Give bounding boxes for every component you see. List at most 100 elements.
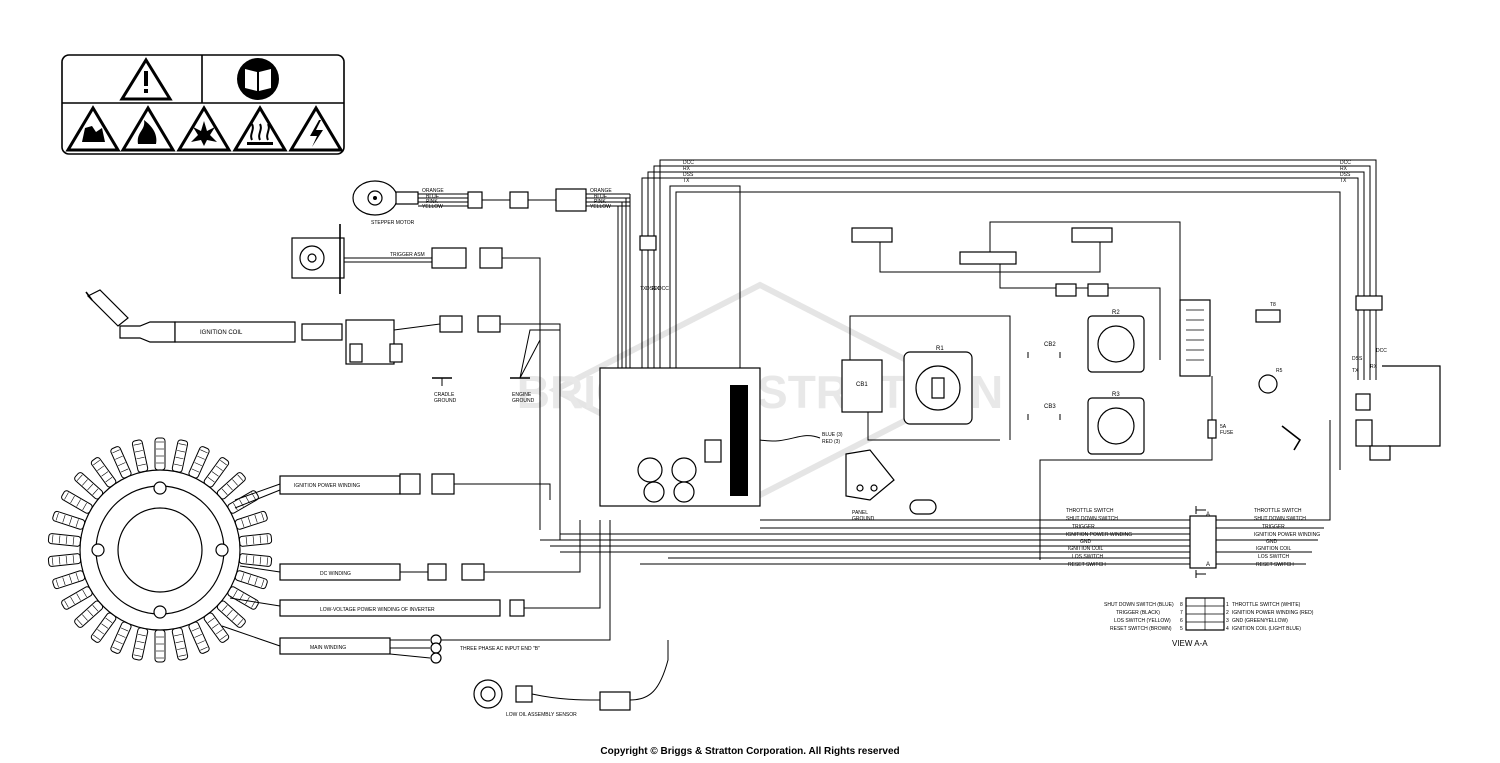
stator-winding-line (135, 647, 143, 650)
bus-label: TX (640, 286, 647, 292)
stator-winding-line (101, 471, 109, 477)
stator-winding-line (58, 556, 61, 565)
stator-winding-line (221, 605, 228, 612)
switch-label: IGNITION COIL (1068, 546, 1104, 552)
bus-label: DCC (1376, 348, 1387, 354)
bus-label: RX (1340, 166, 1348, 172)
switch-harness: THROTTLE SWITCH SHUT DOWN SWITCH TRIGGER… (540, 420, 1331, 578)
view-label: IGNITION POWER WINDING (RED) (1232, 610, 1314, 616)
stator-tooth (110, 621, 132, 654)
stator-winding-line (105, 477, 113, 483)
stator-winding-line (97, 465, 105, 471)
stator-winding-line (133, 654, 142, 657)
stator-tooth (52, 570, 86, 590)
stator-winding-line (241, 572, 245, 581)
bus-label: RX (652, 286, 660, 292)
r3-label: R3 (1112, 392, 1120, 398)
stator-winding-line (232, 614, 238, 621)
stator-winding-line (82, 614, 88, 621)
stator-winding-line (97, 629, 105, 635)
stator-winding-line (112, 449, 120, 454)
stator-winding-line (247, 517, 251, 525)
switch-label: IGNITION COIL (1256, 546, 1292, 552)
stator-winding-line (76, 619, 83, 626)
stator-winding-line (237, 474, 244, 481)
stator-winding-line (191, 627, 200, 632)
stator-winding-line (174, 463, 183, 467)
stator-winding-line (93, 634, 100, 640)
stepper-wires: ORANGE BLUE PINK YELLOW ORANGE BLUE PINK… (418, 188, 631, 368)
stator-winding-line (207, 617, 215, 623)
stator-winding-line (55, 579, 59, 588)
low-oil-sensor: LOW OIL ASSEMBLY SENSOR (473, 640, 669, 718)
stator-winding-line (226, 609, 233, 617)
stator-winding-line (197, 640, 205, 645)
r5-outlet (1258, 374, 1278, 394)
stator-tooth (171, 627, 189, 661)
stator-winding-line (220, 460, 227, 466)
stator-winding-line (266, 557, 269, 566)
stator-winding-line (70, 495, 75, 504)
stator-winding-line (120, 468, 129, 473)
fuse (1207, 419, 1217, 439)
stator-winding-line (245, 536, 248, 545)
stator-winding-line (254, 514, 258, 523)
cb2-label: CB2 (1044, 342, 1056, 348)
view-label: GND (GREEN/YELLOW) (1232, 618, 1288, 624)
stator-winding-line (177, 647, 185, 650)
stator-winding-line (101, 623, 109, 629)
pin-number: 7 (1180, 610, 1183, 616)
switch-label: SHUT DOWN SWITCH (1254, 516, 1306, 522)
cb3-label: CB3 (1044, 404, 1056, 410)
switch-label: GND (1080, 539, 1092, 545)
fire-hazard-icon (120, 105, 176, 152)
stator-winding-line (64, 600, 69, 608)
switch-labels-left: THROTTLE SWITCH SHUT DOWN SWITCH TRIGGER… (1066, 508, 1132, 568)
stator-winding-line (252, 536, 255, 545)
stator-winding-line (177, 450, 185, 453)
stator-tooth (234, 570, 268, 590)
red-wire-label: RED (3) (822, 439, 840, 445)
wire-label: YELLOW (422, 204, 443, 210)
stator-winding-line (82, 479, 88, 486)
wire-label: ORANGE (590, 188, 612, 194)
right-bus: DSS DCC TX RX (1352, 295, 1441, 461)
stator-winding-line (72, 536, 75, 545)
low-oil-sensor-label: LOW OIL ASSEMBLY SENSOR (506, 712, 577, 718)
stator-winding-line (261, 512, 265, 521)
three-phase-label: THREE PHASE AC INPUT END "B" (460, 646, 540, 652)
stator-tooth (61, 586, 93, 610)
r1-label: R1 (936, 346, 944, 352)
switch-label: LOS SWITCH (1072, 554, 1104, 560)
stator-winding-line (115, 640, 123, 645)
view-a-a: SHUT DOWN SWITCH (BLUE) TRIGGER (BLACK) … (1104, 597, 1314, 648)
stator-winding-line (261, 579, 265, 588)
stator-winding-line (117, 462, 126, 467)
stator-winding-line (237, 619, 244, 626)
stator-winding-line (194, 462, 203, 467)
stator-winding-line (62, 514, 66, 523)
wire-label: BLUE (426, 194, 440, 200)
section-marker: A (1206, 562, 1210, 568)
stator-winding-line (136, 640, 145, 644)
pin-number: 8 (1180, 602, 1183, 608)
stator-winding-line (233, 502, 238, 511)
bus-label: TX (683, 178, 690, 184)
pin-number: 4 (1226, 626, 1229, 632)
view-label: LOS SWITCH (YELLOW) (1114, 618, 1171, 624)
stator-winding-line (194, 633, 203, 638)
r2-label: R2 (1112, 310, 1120, 316)
trigger-asm-label: TRIGGER ASM (390, 252, 425, 258)
stator-winding-line (221, 488, 228, 495)
safety-label (61, 54, 345, 155)
stator-winding-line (200, 449, 208, 454)
stator-tooth (131, 439, 149, 473)
stator-tooth (61, 490, 93, 514)
stator-winding-line (252, 555, 255, 564)
stator-winding-line (220, 634, 227, 640)
stator-winding-line (232, 479, 238, 486)
view-label: IGNITION COIL (LIGHT BLUE) (1232, 626, 1301, 632)
top-bus: DCC RX DSS TX DCC RX DSS TX TX DSS RX DC… (639, 159, 1377, 470)
stator-tooth (154, 437, 166, 471)
switch-label: SHUT DOWN SWITCH (1066, 516, 1118, 522)
